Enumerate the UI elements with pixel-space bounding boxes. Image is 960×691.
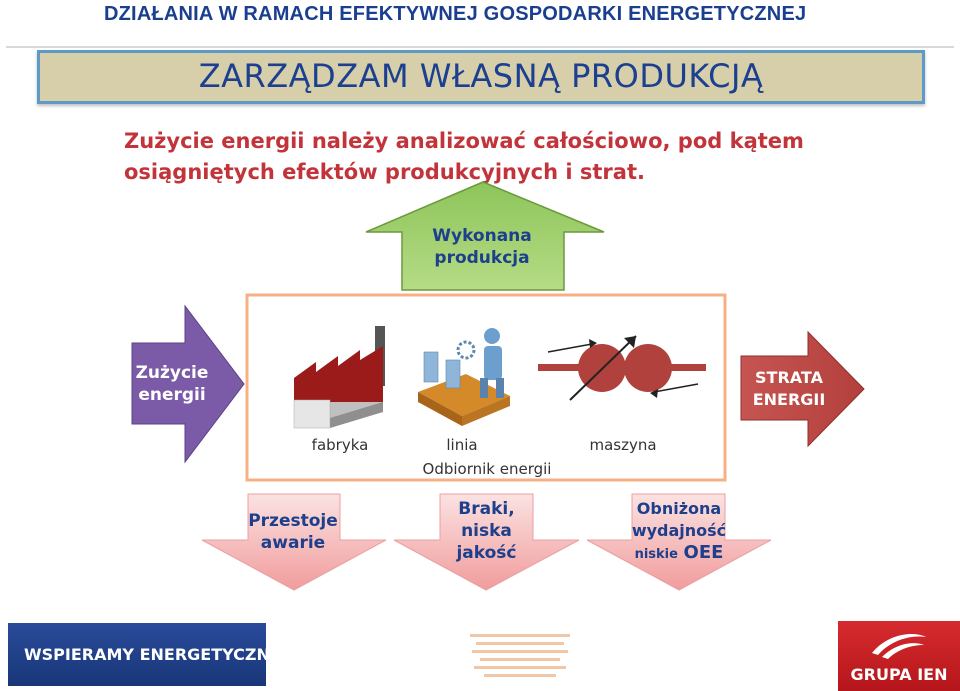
bottom-arrow-2-label: Braki, niska jakość	[456, 499, 517, 563]
top-divider	[6, 46, 954, 48]
intro-text: Zużycie energii należy analizować całośc…	[124, 129, 804, 184]
top-arrow-label: Wykonana produkcja	[432, 226, 532, 268]
footer-pattern	[470, 634, 570, 677]
line-label: linia	[446, 436, 478, 454]
machine-label: maszyna	[589, 436, 657, 454]
right-arrow-shape	[740, 330, 865, 448]
footer-brand-panel: GRUPA IEN	[838, 621, 960, 691]
factory-icon	[293, 326, 385, 429]
swoosh-logo-icon	[872, 634, 926, 659]
bottom-arrow-3-shape	[586, 493, 772, 591]
bottom-arrow-1-label: Przestoje awarie	[248, 511, 338, 553]
top-arrow-shape	[365, 181, 605, 291]
bottom-arrow-1-shape	[201, 493, 387, 591]
production-line-icon	[418, 328, 510, 426]
bottom-arrow-3-oee: niskie OEE	[630, 542, 728, 563]
right-arrow-label: STRATA ENERGII	[752, 368, 826, 409]
banner-title: ZARZĄDZAM WŁASNĄ PRODUKCJĄ	[198, 57, 764, 95]
bottom-arrow-2-shape	[393, 493, 580, 591]
top-title: DZIAŁANIA W RAMACH EFEKTYWNEJ GOSPODARKI…	[104, 3, 807, 25]
footer-slogan-panel: WSPIERAMY ENERGETYCZNIE	[8, 623, 287, 686]
oee-big-text: OEE	[683, 542, 724, 563]
left-arrow-shape	[131, 304, 245, 464]
factory-label: fabryka	[311, 436, 369, 454]
footer-brand: GRUPA IEN	[850, 665, 948, 684]
title-banner: ZARZĄDZAM WŁASNĄ PRODUKCJĄ	[37, 50, 925, 104]
footer-slogan: WSPIERAMY ENERGETYCZNIE	[24, 645, 287, 664]
oee-small-text: niskie	[634, 547, 678, 562]
left-arrow-label: Zużycie energii	[135, 363, 209, 405]
bottom-arrow-3-label: Obniżona wydajność	[631, 499, 727, 540]
machine-icon	[538, 335, 706, 401]
box-caption: Odbiornik energii	[422, 460, 552, 478]
